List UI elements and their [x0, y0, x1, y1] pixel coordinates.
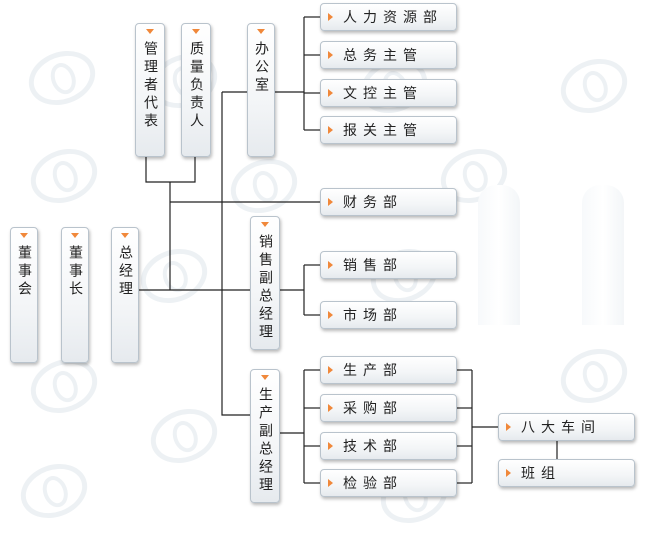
finance-dept-label: 财务部 [343, 195, 403, 211]
customs-box[interactable]: 报关主管 [320, 116, 457, 144]
expand-arrow-icon [328, 198, 333, 206]
management-rep-label: 管理者代表 [142, 41, 158, 131]
purchasing-dept-box[interactable]: 采购部 [320, 394, 457, 422]
quality-owner-label: 质量负责人 [188, 41, 204, 131]
sales-dept-box[interactable]: 销售部 [320, 251, 457, 279]
general-affairs-box[interactable]: 总务主管 [320, 41, 457, 69]
inspection-dept-box[interactable]: 检验部 [320, 469, 457, 497]
collapse-arrow-icon [261, 222, 269, 227]
production-vp-box[interactable]: 生产副总经理 [250, 369, 280, 503]
workshops-label: 八大车间 [521, 420, 601, 436]
teams-box[interactable]: 班组 [498, 459, 635, 487]
quality-owner-box[interactable]: 质量负责人 [181, 23, 211, 157]
teams-label: 班组 [521, 466, 561, 482]
collapse-arrow-icon [20, 233, 28, 238]
expand-arrow-icon [328, 126, 333, 134]
collapse-arrow-icon [121, 233, 129, 238]
customs-label: 报关主管 [343, 123, 423, 139]
expand-arrow-icon [328, 479, 333, 487]
collapse-arrow-icon [146, 29, 154, 34]
general-manager-label: 总经理 [117, 245, 133, 299]
management-rep-box[interactable]: 管理者代表 [135, 23, 165, 157]
document-control-box[interactable]: 文控主管 [320, 79, 457, 107]
board-label: 董事会 [16, 245, 32, 299]
expand-arrow-icon [328, 442, 333, 450]
marketing-dept-box[interactable]: 市场部 [320, 301, 457, 329]
expand-arrow-icon [506, 469, 511, 477]
collapse-arrow-icon [71, 233, 79, 238]
expand-arrow-icon [328, 261, 333, 269]
collapse-arrow-icon [261, 375, 269, 380]
chairman-box[interactable]: 董事长 [61, 227, 89, 363]
expand-arrow-icon [328, 366, 333, 374]
chairman-label: 董事长 [67, 245, 83, 299]
general-affairs-label: 总务主管 [343, 48, 423, 64]
sales-vp-box[interactable]: 销售副总经理 [250, 216, 280, 350]
production-dept-box[interactable]: 生产部 [320, 356, 457, 384]
board-box[interactable]: 董事会 [10, 227, 38, 363]
background-pillar [478, 185, 520, 325]
collapse-arrow-icon [192, 29, 200, 34]
hr-dept-box[interactable]: 人力资源部 [320, 3, 457, 31]
technical-dept-label: 技术部 [343, 439, 403, 455]
expand-arrow-icon [328, 404, 333, 412]
expand-arrow-icon [328, 311, 333, 319]
expand-arrow-icon [328, 51, 333, 59]
technical-dept-box[interactable]: 技术部 [320, 432, 457, 460]
sales-vp-label: 销售副总经理 [257, 234, 273, 342]
finance-dept-box[interactable]: 财务部 [320, 188, 457, 216]
sales-dept-label: 销售部 [343, 258, 403, 274]
production-dept-label: 生产部 [343, 363, 403, 379]
expand-arrow-icon [506, 423, 511, 431]
hr-dept-label: 人力资源部 [343, 10, 443, 26]
production-vp-label: 生产副总经理 [257, 387, 273, 495]
expand-arrow-icon [328, 89, 333, 97]
collapse-arrow-icon [257, 29, 265, 34]
background-pillar [582, 185, 624, 325]
office-label: 办公室 [253, 41, 269, 95]
expand-arrow-icon [328, 13, 333, 21]
document-control-label: 文控主管 [343, 86, 423, 102]
workshops-box[interactable]: 八大车间 [498, 413, 635, 441]
purchasing-dept-label: 采购部 [343, 401, 403, 417]
general-manager-box[interactable]: 总经理 [111, 227, 139, 363]
marketing-dept-label: 市场部 [343, 308, 403, 324]
office-box[interactable]: 办公室 [247, 23, 275, 157]
inspection-dept-label: 检验部 [343, 476, 403, 492]
